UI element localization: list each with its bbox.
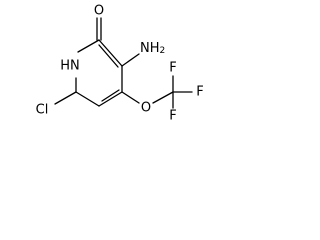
- bond-c6-cl: [54, 91, 77, 105]
- atom-oxygen-carbonyl: O: [94, 4, 104, 19]
- bond-c3-nh2: [121, 53, 140, 67]
- atom-fluorine-bottom: F: [169, 109, 176, 124]
- atom-fluorine-right: F: [196, 85, 203, 100]
- atom-label-group: O NH2 HN Cl O F F F: [36, 4, 204, 124]
- atom-nitrogen-ring: HN: [60, 59, 80, 74]
- chemical-structure: O NH2 HN Cl O F F F: [36, 4, 204, 124]
- atom-chlorine: Cl: [36, 103, 49, 118]
- bond-c6-c5: [75, 91, 100, 107]
- atom-nitrogen-amino: NH2: [140, 41, 165, 57]
- bond-c4-o: [121, 91, 140, 104]
- bond-c3-c2-inner: [98, 44, 119, 68]
- bond-c3-c2: [98, 39, 123, 67]
- atom-fluorine-top: F: [169, 61, 176, 76]
- atom-oxygen-ether: O: [141, 101, 151, 116]
- bond-c2-n1: [77, 39, 100, 53]
- bond-c5-c4: [98, 91, 123, 107]
- bond-o-cf3: [152, 91, 174, 104]
- bond-group: [54, 17, 193, 109]
- bond-c5-c4-inner: [101, 89, 120, 102]
